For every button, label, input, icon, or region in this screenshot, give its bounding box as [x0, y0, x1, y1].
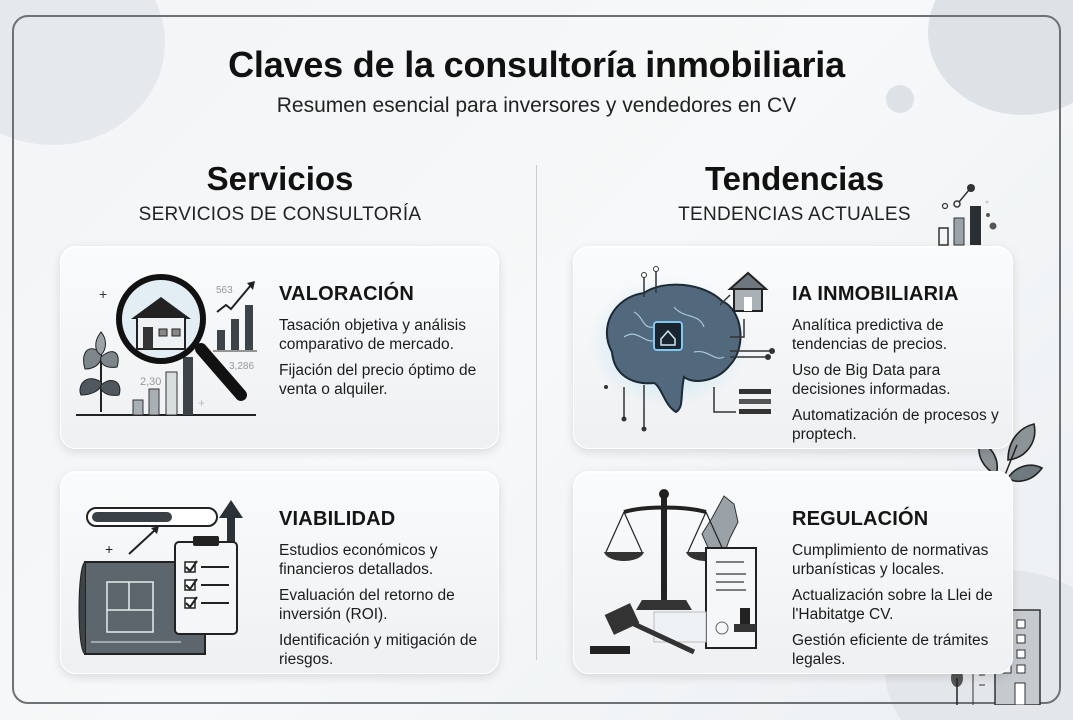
svg-text:2,30: 2,30	[140, 376, 161, 388]
magnifier-house-chart-icon: 2,30 3,286 563 + +	[76, 274, 257, 416]
page-title: Claves de la consultoría inmobiliaria	[228, 44, 845, 85]
column-divider	[536, 165, 537, 660]
column-title: Tendencias	[704, 160, 885, 197]
services-heading: Servicios SERVICIOS DE CONSULTORÍA	[60, 160, 500, 226]
card-item: Evaluación del retorno de inversión (ROI…	[279, 587, 455, 623]
card-viabilidad: + VIABILIDAD Estudios económicos y finan…	[60, 471, 499, 674]
blueprint-checklist-icon: +	[78, 500, 243, 655]
card-title: IA INMOBILIARIA	[792, 283, 959, 305]
card-item: Identificación y mitigación de riesgos.	[279, 632, 478, 668]
card-regulacion: REGULACIÓN Cumplimiento de normativas ur…	[573, 471, 1013, 674]
card-item: Cumplimiento de normativas urbanísticas …	[792, 542, 989, 578]
svg-text:+: +	[198, 396, 205, 410]
column-title: Servicios	[206, 160, 354, 197]
card-item: Actualización sobre la Llei de l'Habitat…	[792, 587, 993, 623]
card-item: Uso de Big Data para decisiones informad…	[792, 362, 951, 398]
scales-gavel-document-icon	[590, 489, 757, 655]
page-subtitle: Resumen esencial para inversores y vende…	[276, 94, 797, 117]
card-item: Automatización de procesos y proptech.	[792, 407, 999, 443]
trend-chart-icon	[938, 184, 997, 246]
card-title: VALORACIÓN	[279, 283, 414, 305]
card-title: VIABILIDAD	[279, 508, 396, 530]
card-title: REGULACIÓN	[792, 508, 929, 530]
column-subtitle: SERVICIOS DE CONSULTORÍA	[138, 204, 422, 225]
card-item: Analítica predictiva de tendencias de pr…	[792, 317, 948, 353]
svg-text:+: +	[99, 286, 107, 302]
svg-text:563: 563	[216, 285, 233, 296]
decorative-dot	[886, 85, 914, 113]
card-item: Tasación objetiva y análisis comparativo…	[279, 317, 466, 353]
card-ia-inmobiliaria: IA INMOBILIARIA Analítica predictiva de …	[573, 246, 1013, 449]
card-item: Fijación del precio óptimo de venta o al…	[279, 362, 477, 398]
ai-brain-house-icon	[589, 266, 775, 432]
svg-text:3,286: 3,286	[229, 361, 254, 372]
trends-heading: Tendencias TENDENCIAS ACTUALES	[572, 160, 1017, 226]
card-item: Gestión eficiente de trámites legales.	[792, 632, 989, 668]
card-item: Estudios económicos y financieros detall…	[279, 542, 438, 578]
svg-text:+: +	[105, 541, 113, 557]
card-valoracion: 2,30 3,286 563 + + VALORACIÓN Tasación o…	[60, 246, 499, 449]
infographic-frame	[12, 15, 1061, 704]
leaf-icon	[978, 423, 1044, 482]
column-subtitle: TENDENCIAS ACTUALES	[678, 204, 911, 225]
